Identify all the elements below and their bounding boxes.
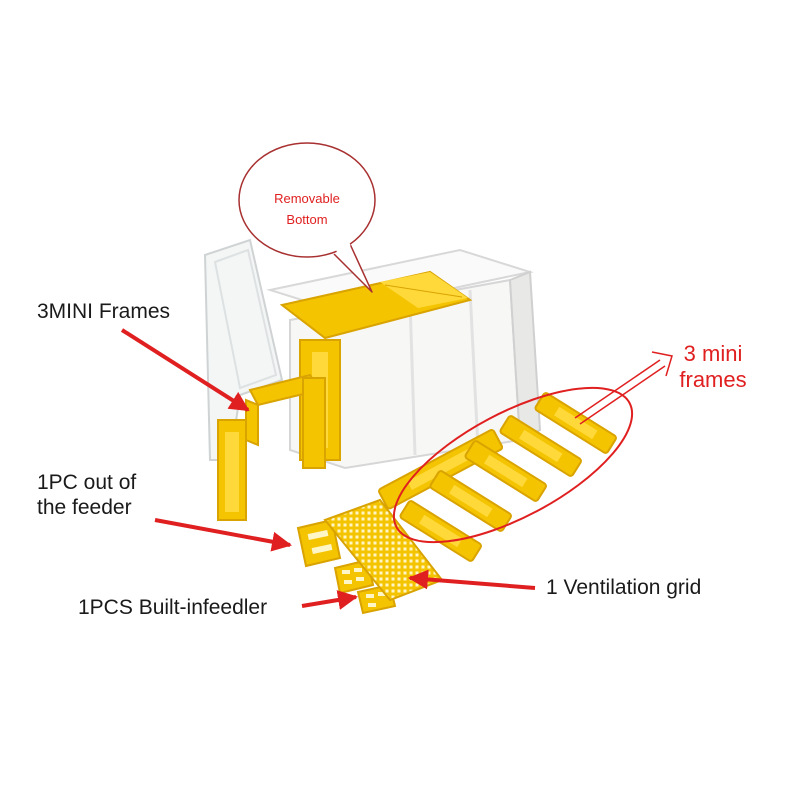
arrow-built-in-feeder [301, 590, 358, 610]
ventilation-grid-label: 1 Ventilation grid [546, 576, 702, 599]
removable-bottom-line2: Bottom [286, 212, 328, 227]
box-right-side [508, 270, 542, 442]
mini-frame-left [217, 373, 326, 521]
mini-frames-highlight-ellipse [392, 386, 634, 544]
three-mini-frames-line1: 3 mini [683, 341, 743, 366]
arrow-ventilation-grid [408, 569, 536, 590]
mini-frames-set [378, 392, 617, 562]
out-of-feeder-label: 1PC out of the feeder [37, 470, 136, 520]
three-mini-frames-label: 3 mini frames [668, 341, 758, 393]
arrow-three-mini-frames [574, 351, 673, 425]
foam-hive-box [203, 238, 542, 470]
out-of-feeder-piece [296, 518, 342, 568]
removable-bottom-line1: Removable [274, 191, 340, 206]
arrow-out-of-feeder [154, 518, 292, 552]
three-mini-frames-line2: frames [679, 367, 747, 392]
built-in-feeder-label: 1PCS Built-infeedler [78, 596, 268, 619]
removable-bottom-label: Removable Bottom [252, 188, 362, 230]
arrow-mini-frames [120, 328, 250, 412]
mini-frames-label: 3MINI Frames [37, 300, 171, 323]
out-of-feeder-line1: 1PC out of [37, 471, 137, 494]
out-of-feeder-line2: the feeder [37, 496, 132, 519]
callout-bubble [238, 142, 376, 293]
clear-lid-inner [213, 248, 278, 390]
